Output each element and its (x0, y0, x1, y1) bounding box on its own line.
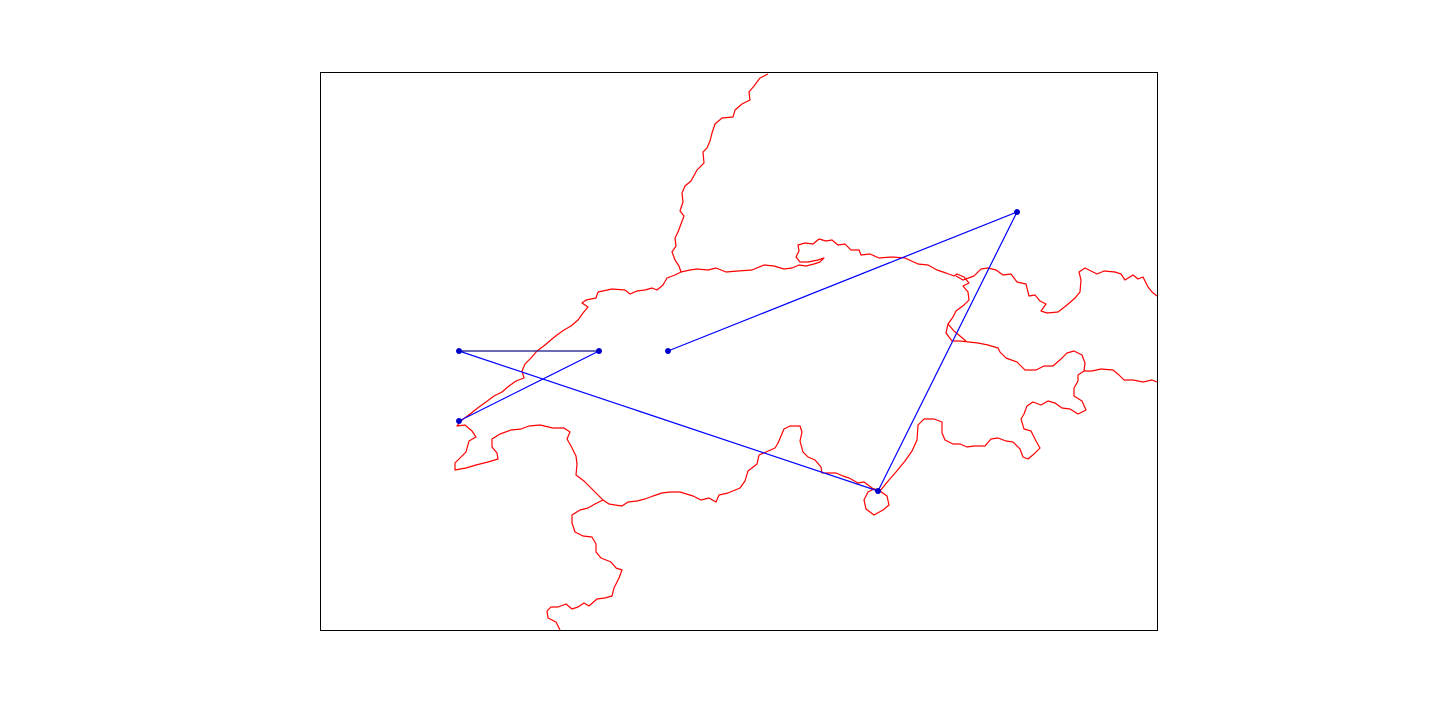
border-east-italy (1084, 368, 1157, 383)
border-east-austria (955, 267, 1157, 314)
border-southwest (597, 271, 682, 295)
route-layer (456, 209, 1020, 494)
country-borders (454, 73, 1157, 630)
border-west-jura (478, 291, 599, 408)
border-north (680, 238, 1087, 492)
map-frame (320, 72, 1158, 631)
border-ticino-tip (863, 488, 890, 516)
route-waypoint-5 (596, 348, 602, 354)
border-west-north (671, 73, 769, 273)
route-waypoint-3 (875, 488, 881, 494)
route-line (458, 210, 1019, 492)
route-waypoint-2 (1014, 209, 1020, 215)
border-south (546, 499, 623, 630)
route-waypoint-1 (665, 348, 671, 354)
border-geneva (454, 406, 881, 507)
route-waypoint-4 (456, 348, 462, 354)
route-waypoint-6 (456, 418, 462, 424)
